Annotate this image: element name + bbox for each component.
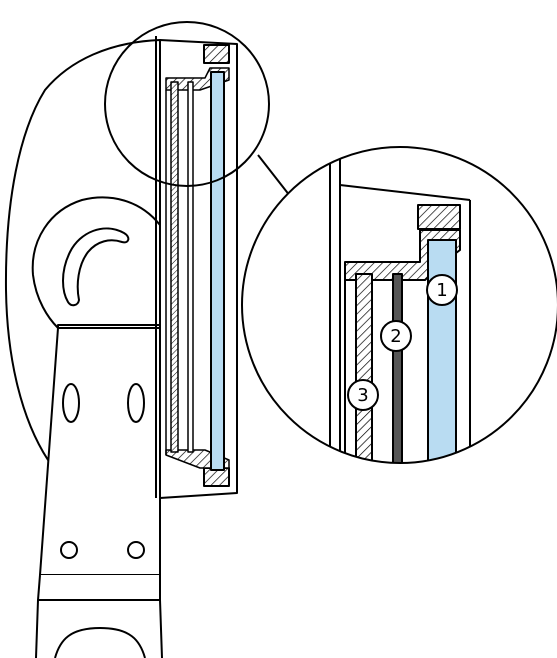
callout-1: 1 (426, 274, 458, 306)
hinge-slot (62, 227, 130, 307)
callout-3: 3 (347, 379, 379, 411)
magnify-connector (257, 154, 291, 197)
thin-dark-layer (392, 273, 403, 463)
panel-frame (155, 36, 238, 499)
callout-3-label: 3 (357, 385, 368, 406)
hatched-layer-small (170, 81, 179, 453)
stand-hole-left (60, 541, 78, 559)
stand (35, 327, 163, 658)
stand-slot-right (127, 383, 145, 423)
hinge-arm (31, 196, 161, 329)
callout-2: 2 (380, 320, 412, 352)
zoom-detail (241, 146, 557, 464)
thin-layer-small (187, 81, 194, 453)
callout-1-label: 1 (436, 280, 447, 301)
stand-slot-left (62, 383, 80, 423)
hatched-layer (355, 273, 373, 463)
magnify-source-circle (104, 21, 270, 187)
callout-2-label: 2 (390, 326, 401, 347)
stand-hole-right (127, 541, 145, 559)
glass-panel-small (210, 71, 225, 471)
